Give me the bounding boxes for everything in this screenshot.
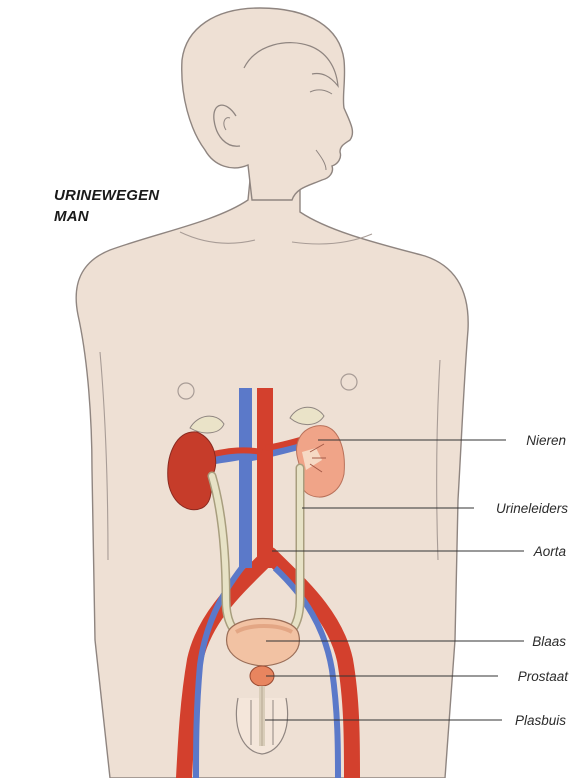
vena-cava	[239, 388, 252, 568]
label-nieren: Nieren	[526, 433, 566, 448]
label-urineleiders: Urineleiders	[496, 501, 568, 516]
title-line-2: MAN	[54, 206, 159, 227]
diagram-title: URINEWEGEN MAN	[54, 185, 159, 227]
title-line-1: URINEWEGEN	[54, 185, 159, 206]
label-prostaat: Prostaat	[518, 669, 570, 684]
label-aorta: Aorta	[533, 544, 567, 559]
head-silhouette	[182, 8, 353, 200]
label-blaas: Blaas	[532, 634, 566, 649]
label-plasbuis: Plasbuis	[515, 713, 566, 728]
aorta	[257, 388, 273, 568]
kidney-left	[168, 432, 216, 510]
